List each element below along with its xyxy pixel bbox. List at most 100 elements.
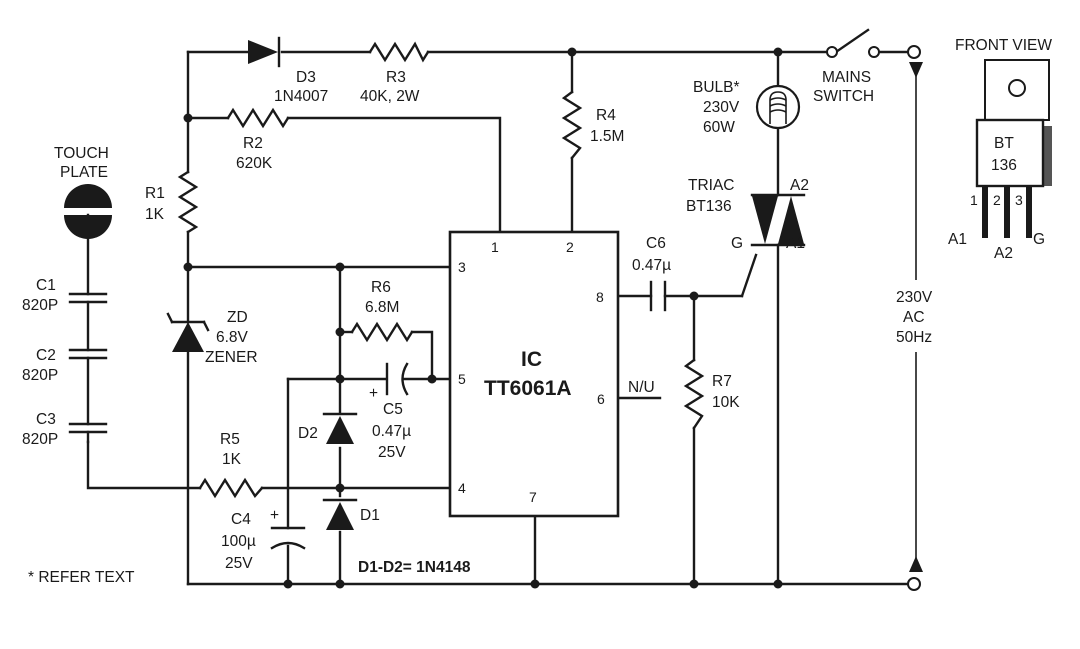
touch-plate-label-line2: PLATE [60,164,108,181]
capacitor-c2 [68,348,108,360]
bulb-label-line1: BULB* [693,79,740,96]
bt136-label-line2: 136 [991,157,1017,174]
zd-value: 6.8V [216,329,249,346]
bt136-a2-label: A2 [994,245,1013,262]
c5-value: 0.47µ [372,423,411,440]
r7-value: 10K [712,394,740,411]
r2-name: R2 [243,135,263,152]
diode-d1 [322,498,358,530]
bt136-a1-label: A1 [948,231,967,248]
resistor-r6 [350,321,414,343]
labels: FRONT VIEW BT 136 1 2 3 A1 A2 G D3 1N400… [22,37,1052,586]
pin6-nu-label: N/U [628,379,655,396]
r6-name: R6 [371,279,391,296]
r7-name: R7 [712,373,732,390]
c6-value: 0.47µ [632,257,671,274]
c5-plus-sign: + [369,385,378,402]
ic-pin6: 6 [597,391,605,407]
bt136-label-line1: BT [994,135,1014,152]
bt136-g-label: G [1033,231,1045,248]
capacitor-c5 [385,362,409,396]
resistor-r3 [368,41,430,63]
refer-text-note: * REFER TEXT [28,569,135,586]
c2-value: 820P [22,367,58,384]
r5-value: 1K [222,451,242,468]
c4-value: 100µ [221,533,256,550]
diode-type-note: D1-D2= 1N4148 [358,559,471,576]
resistor-r2 [226,107,290,129]
capacitor-c4 [270,526,306,550]
ic-pin1: 1 [491,239,499,255]
capacitor-c3 [68,422,108,434]
triac-label-line2: BT136 [686,198,732,215]
bulb-label-line2: 230V [703,99,740,116]
wires [86,28,917,586]
resistor-r5 [198,477,264,499]
zd-type: ZENER [205,349,258,366]
supply-terminals [907,45,923,591]
r4-value: 1.5M [590,128,624,145]
ic-part-number: TT6061A [484,377,572,400]
d1-name: D1 [360,507,380,524]
r3-name: R3 [386,69,406,86]
resistor-r1 [177,170,199,234]
touch-plate-label-line1: TOUCH [54,145,109,162]
c2-name: C2 [36,347,56,364]
c4-plus-sign: + [270,507,279,524]
supply-type-label: AC [903,309,925,326]
ic-pin2: 2 [566,239,574,255]
ic-pin7: 7 [529,489,537,505]
c5-name: C5 [383,401,403,418]
r5-name: R5 [220,431,240,448]
zener-diode-zd [166,312,210,352]
r3-value: 40K, 2W [360,88,420,105]
triac-a2-label: A2 [790,177,809,194]
touch-plate-icon [64,184,112,239]
capacitor-c6 [649,280,667,312]
ic-pin4: 4 [458,480,466,496]
mains-switch [826,46,880,58]
r1-name: R1 [145,185,165,202]
ic-pin5: 5 [458,371,466,387]
c1-name: C1 [36,277,56,294]
c3-name: C3 [36,411,56,428]
d2-name: D2 [298,425,318,442]
r6-value: 6.8M [365,299,399,316]
capacitor-c1 [68,292,108,304]
resistor-r7 [683,358,705,430]
triac-a1-label: A1 [786,235,805,252]
junction-nodes [183,47,783,589]
r4-name: R4 [596,107,616,124]
bt136-front-view [975,59,1052,238]
triac-label-line1: TRIAC [688,177,735,194]
mains-switch-label-line2: SWITCH [813,88,874,105]
r1-value: 1K [145,206,165,223]
resistor-r4 [561,90,583,160]
c4-voltage: 25V [225,555,253,572]
bulb-label-line3: 60W [703,119,735,136]
diode-d2 [322,412,358,444]
supply-frequency-label: 50Hz [896,329,932,346]
bulb-icon [755,84,801,130]
c1-value: 820P [22,297,58,314]
triac-bt136 [750,193,806,247]
triac-g-label: G [731,235,743,252]
ic-name: IC [521,348,542,371]
c4-name: C4 [231,511,251,528]
mains-switch-label-line1: MAINS [822,69,871,86]
ic-pin8: 8 [596,289,604,305]
c6-name: C6 [646,235,666,252]
ic-tt6061a [448,230,620,518]
ic-pin3: 3 [458,259,466,275]
front-view-label: FRONT VIEW [955,37,1052,54]
supply-voltage-label: 230V [896,289,933,306]
d3-value: 1N4007 [274,88,328,105]
r2-value: 620K [236,155,273,172]
bt136-pin3: 3 [1015,192,1023,208]
c5-voltage: 25V [378,444,406,461]
bt136-pin2: 2 [993,192,1001,208]
zd-name: ZD [227,309,248,326]
bt136-pin1: 1 [970,192,978,208]
